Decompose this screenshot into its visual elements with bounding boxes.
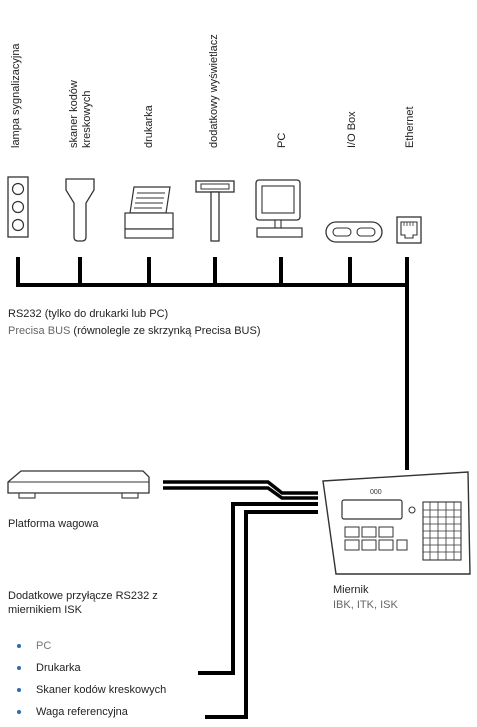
terminal-icon: 000 [322,471,471,575]
printer-icon [124,186,174,239]
bullet-icon [17,644,21,649]
bullet-icon [17,666,21,671]
terminal-label: Miernik [333,584,369,596]
precisa-bus-suffix: (równolegle ze skrzynką Precisa BUS) [70,325,261,337]
list-item-barcode-scanner: Skaner kodów kreskowych [17,684,166,696]
io-box-icon [325,221,383,243]
weighing-platform-icon [7,470,150,499]
bullet-icon [17,710,21,715]
list-item-printer: Drukarka [17,662,81,674]
ethernet-icon [396,216,422,244]
platform-label: Platforma wagowa [8,518,99,530]
signal-lamp-icon [7,176,29,238]
list-item-label: PC [36,640,52,652]
pc-icon [255,179,303,238]
list-item-reference-scale: Waga referencyjna [17,706,128,718]
rs232-bus-text: RS232 (tylko do drukarki lub PC) [8,308,169,320]
list-item-label: Skaner kodów kreskowych [36,684,167,696]
extra-rs232-title-line2: miernikiem ISK [8,604,82,616]
extra-rs232-lines [198,502,318,719]
list-item-pc: PC [17,640,51,652]
extra-rs232-title: Dodatkowe przyłącze RS232 z [8,590,158,602]
terminal-display-code: 000 [370,489,382,496]
precisa-bus-text: Precisa BUS (równolegle ze skrzynką Prec… [8,324,260,338]
extra-display-icon [195,180,235,242]
bullet-icon [17,688,21,693]
list-item-label: Waga referencyjna [36,706,128,718]
terminal-models: IBK, ITK, ISK [333,599,398,611]
platform-connection-lines [163,480,318,500]
precisa-bus-prefix: Precisa BUS [8,325,71,337]
barcode-scanner-icon [65,178,95,242]
list-item-label: Drukarka [36,662,81,674]
device-bus-lines [16,257,409,470]
